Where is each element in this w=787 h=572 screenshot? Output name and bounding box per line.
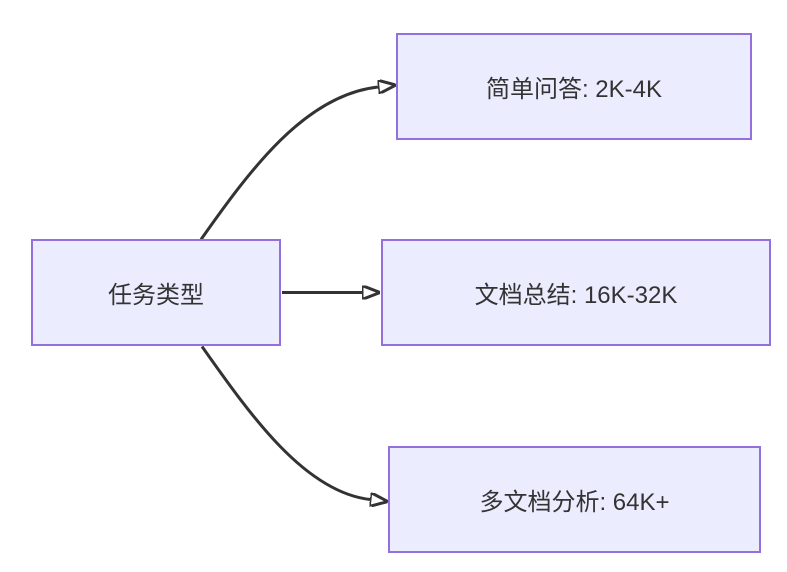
edge-task-type-to-simple-qa (199, 87, 378, 241)
node-simple-qa-label: 简单问答: 2K-4K (485, 76, 663, 103)
node-multi-doc: 多文档分析: 64K+ (388, 446, 761, 553)
node-task-type-label: 任务类型 (108, 282, 204, 309)
node-simple-qa: 简单问答: 2K-4K (396, 33, 752, 140)
node-doc-summary-label: 文档总结: 16K-32K (474, 282, 678, 309)
node-multi-doc-label: 多文档分析: 64K+ (479, 489, 670, 516)
node-task-type: 任务类型 (31, 239, 281, 346)
edge-task-type-to-multi-doc (200, 345, 370, 500)
node-doc-summary: 文档总结: 16K-32K (381, 239, 771, 346)
